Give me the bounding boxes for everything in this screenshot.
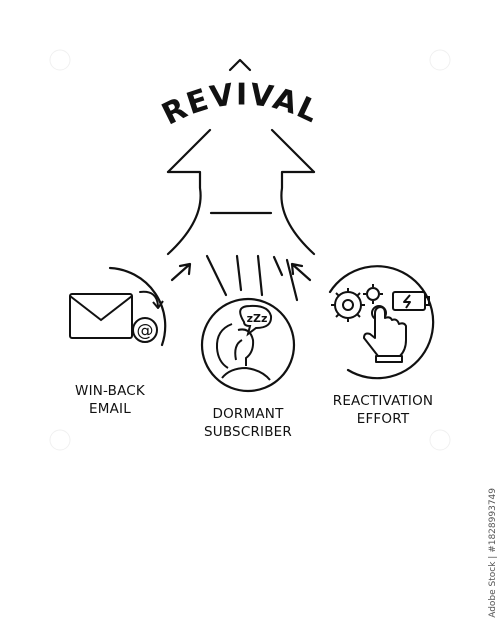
reactivation-effort-label: REACTIVATION EFFORT	[332, 393, 434, 427]
email-at-glyph: @	[137, 321, 154, 341]
reactivation-effort-node	[328, 265, 435, 380]
win-back-email-label: WIN-BACK EMAIL	[75, 383, 145, 417]
dormant-subscriber-node: zZz	[200, 297, 296, 393]
sleeping-person-icon	[215, 304, 273, 381]
small-gear-icon	[363, 284, 383, 304]
watermark	[49, 49, 451, 451]
revival-arrow	[166, 58, 316, 302]
watermark-text: Adobe Stock | #1828993749	[488, 488, 498, 618]
sleep-glyph: zZz	[247, 312, 268, 325]
pointing-hand-icon	[363, 305, 407, 363]
revival-diagram: REVIVAL @ zZz	[49, 49, 451, 451]
envelope-at-icon	[69, 290, 164, 343]
win-back-email-node: @	[69, 266, 167, 347]
diagram-title: REVIVAL	[157, 77, 325, 132]
battery-icon	[392, 291, 430, 311]
gear-icon	[331, 288, 365, 322]
dormant-subscriber-label: DORMANT SUBSCRIBER	[203, 406, 292, 440]
